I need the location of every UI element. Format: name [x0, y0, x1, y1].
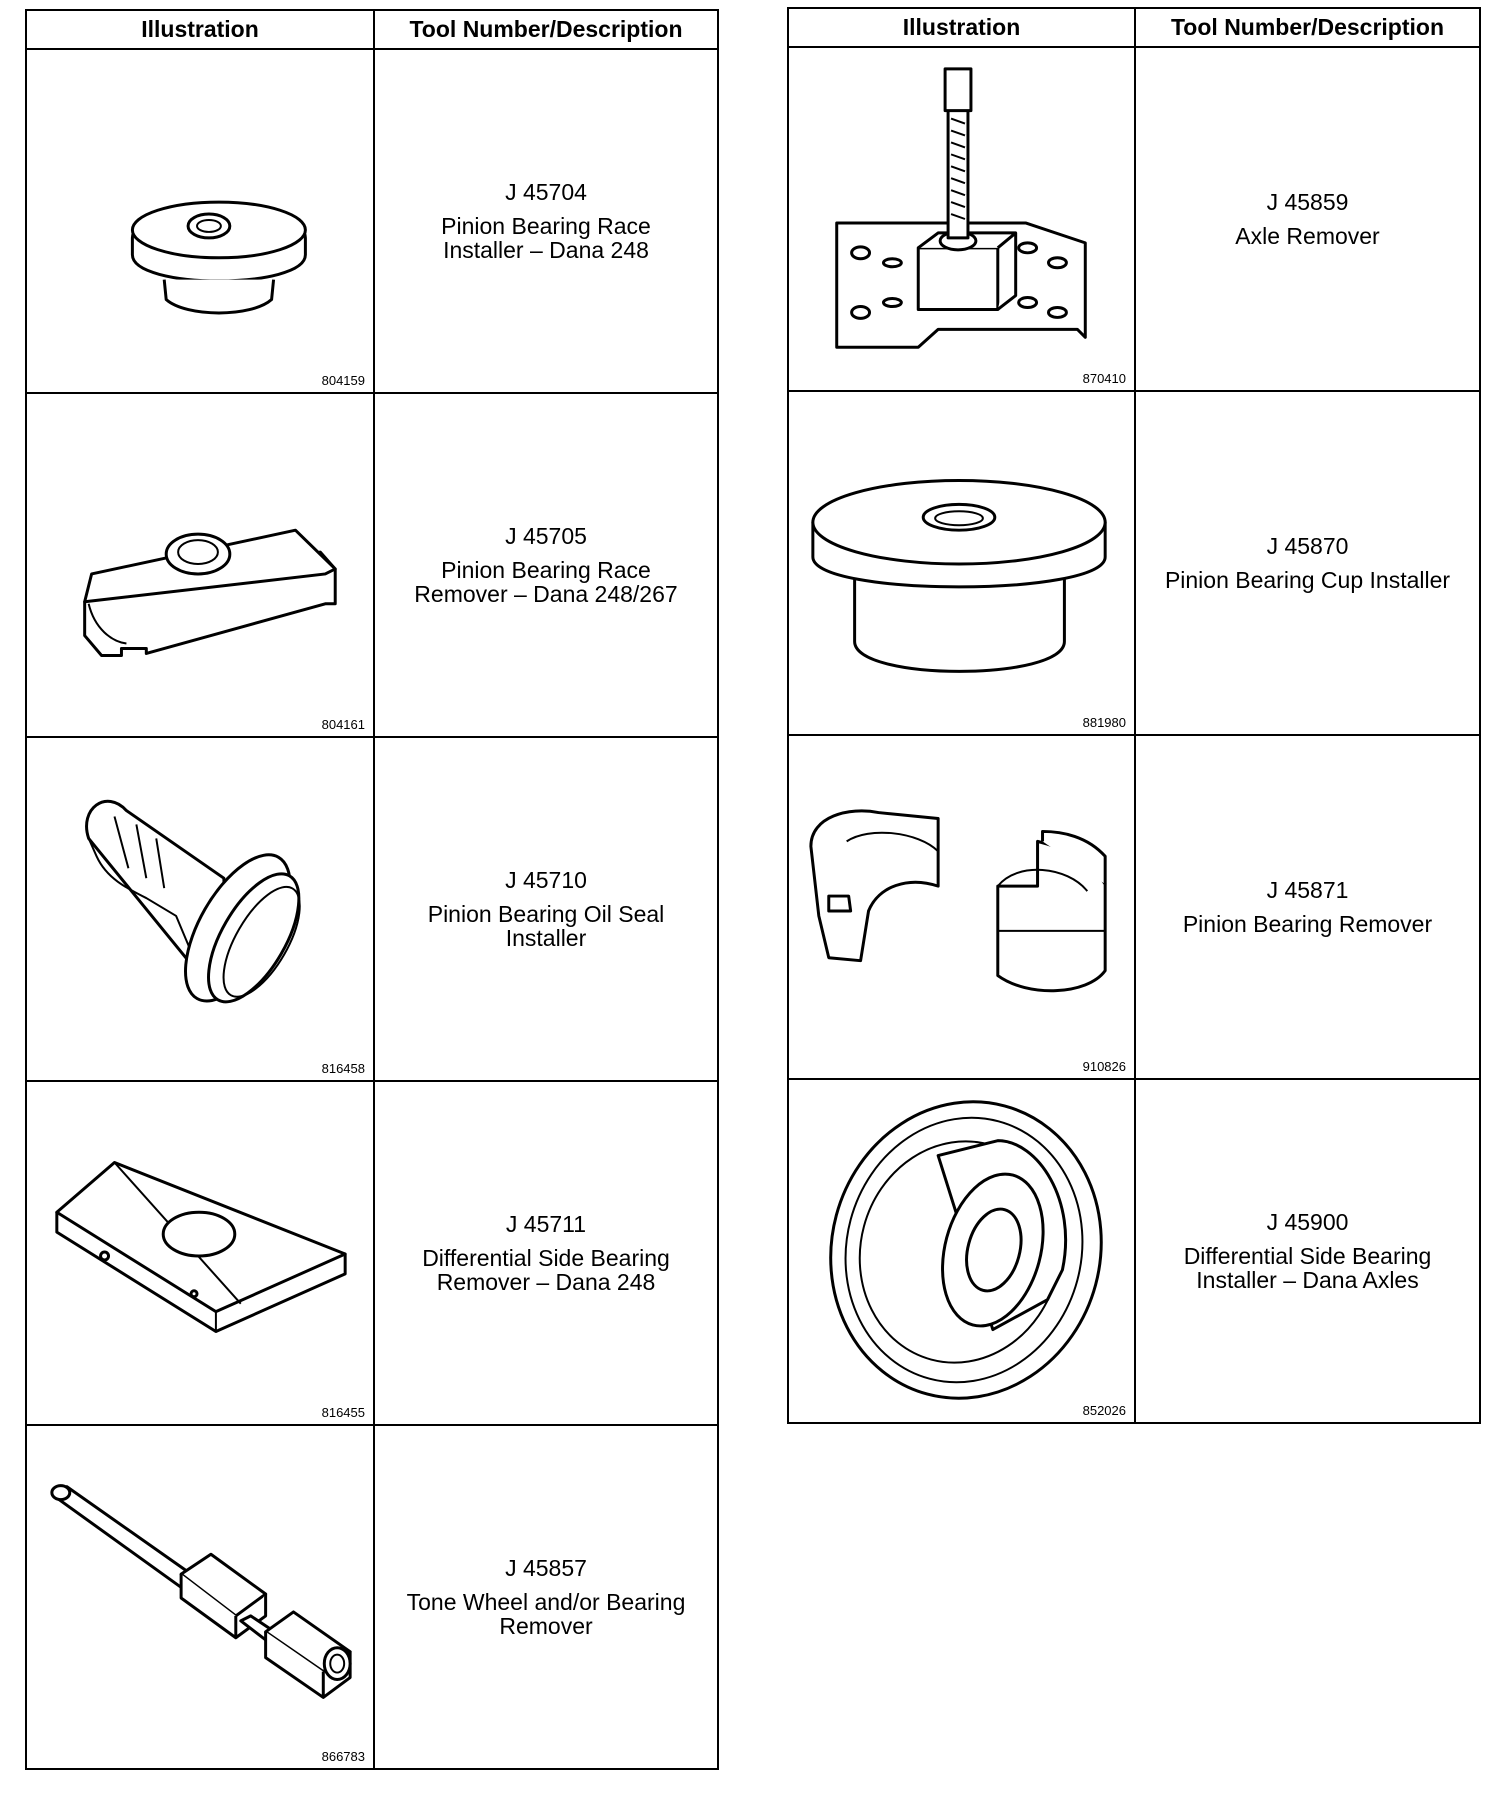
- figure-number: 804159: [321, 373, 365, 388]
- tool-number: J 45705: [505, 523, 587, 549]
- illustration-header: Illustration: [25, 9, 375, 50]
- figure-number: 816458: [321, 1061, 365, 1076]
- tool-description: Pinion Bearing Oil Seal Installer: [427, 901, 665, 951]
- table-row: 804161 J 45705 Pinion Bearing Race Remov…: [25, 392, 719, 738]
- table-row: 881980 J 45870 Pinion Bearing Cup Instal…: [787, 390, 1481, 736]
- tool-cell: J 45857 Tone Wheel and/or Bearing Remove…: [373, 1424, 719, 1770]
- tool-number: J 45704: [505, 179, 587, 205]
- tool-cell: J 45705 Pinion Bearing Race Remover – Da…: [373, 392, 719, 738]
- illustration-cell: 804159: [25, 48, 375, 394]
- table-row: 852026 J 45900 Differential Side Bearing…: [787, 1078, 1481, 1424]
- tool-cell: J 45710 Pinion Bearing Oil Seal Installe…: [373, 736, 719, 1082]
- table-row: 816455 J 45711 Differential Side Bearing…: [25, 1080, 719, 1426]
- table-row: 910826 J 45871 Pinion Bearing Remover: [787, 734, 1481, 1080]
- tool-number: J 45859: [1266, 189, 1349, 215]
- tool-cell: J 45870 Pinion Bearing Cup Installer: [1134, 390, 1481, 736]
- tool-cell: J 45704 Pinion Bearing Race Installer – …: [373, 48, 719, 394]
- split-plate-icon: [55, 1161, 347, 1334]
- figure-number: 852026: [1082, 1403, 1126, 1418]
- tool-description: Pinion Bearing Race Remover – Dana 248/2…: [414, 557, 678, 607]
- tool-description: Differential Side Bearing Remover – Dana…: [422, 1245, 670, 1295]
- table-row: 870410 J 45859 Axle Remover: [787, 46, 1481, 392]
- illustration-header: Illustration: [787, 7, 1136, 48]
- left-tool-table: Illustration Tool Number/Description 804…: [25, 9, 719, 1770]
- tool-number: J 45857: [505, 1555, 587, 1581]
- table-header-row: Illustration Tool Number/Description: [25, 9, 719, 50]
- tool-description: Pinion Bearing Race Installer – Dana 248: [441, 213, 651, 263]
- illustration-cell: 866783: [25, 1424, 375, 1770]
- tool-number: J 45900: [1266, 1209, 1349, 1235]
- tool-cell: J 45900 Differential Side Bearing Instal…: [1134, 1078, 1481, 1424]
- illustration-cell: 881980: [787, 390, 1136, 736]
- figure-number: 816455: [321, 1405, 365, 1420]
- tool-number: J 45870: [1266, 533, 1349, 559]
- illustration-cell: 816455: [25, 1080, 375, 1426]
- race-remover-plate-icon: [83, 528, 337, 657]
- table-row: 866783 J 45857 Tone Wheel and/or Bearing…: [25, 1424, 719, 1770]
- tool-description: Pinion Bearing Remover: [1182, 911, 1433, 937]
- figure-number: 910826: [1082, 1059, 1126, 1074]
- slide-hammer-rod-icon: [50, 1484, 352, 1699]
- right-tool-table: Illustration Tool Number/Description: [787, 7, 1481, 1424]
- figure-number: 804161: [321, 717, 365, 732]
- table-row: 804159 J 45704 Pinion Bearing Race Insta…: [25, 48, 719, 394]
- tool-description: Tone Wheel and/or Bearing Remover: [406, 1589, 686, 1639]
- table-row: 816458 J 45710 Pinion Bearing Oil Seal I…: [25, 736, 719, 1082]
- tool-description: Axle Remover: [1235, 223, 1380, 249]
- cup-installer-icon: [811, 478, 1107, 673]
- side-bearing-installer-icon: [829, 1100, 1103, 1400]
- tool-cell: J 45859 Axle Remover: [1134, 46, 1481, 392]
- tool-number: J 45710: [505, 867, 587, 893]
- bearing-remover-halves-icon: [809, 809, 1107, 993]
- oil-seal-installer-icon: [85, 799, 301, 1004]
- illustration-cell: 852026: [787, 1078, 1136, 1424]
- figure-number: 881980: [1082, 715, 1126, 730]
- figure-number: 866783: [321, 1749, 365, 1764]
- tool-number: J 45711: [505, 1211, 587, 1237]
- table-header-row: Illustration Tool Number/Description: [787, 7, 1481, 48]
- tool-description: Differential Side Bearing Installer – Da…: [1183, 1243, 1432, 1293]
- tool-header: Tool Number/Description: [373, 9, 719, 50]
- tool-description: Pinion Bearing Cup Installer: [1164, 567, 1451, 593]
- illustration-cell: 816458: [25, 736, 375, 1082]
- axle-remover-bracket-icon: [835, 67, 1087, 349]
- tool-cell: J 45711 Differential Side Bearing Remove…: [373, 1080, 719, 1426]
- tool-number: J 45871: [1266, 877, 1349, 903]
- race-installer-disc-icon: [130, 200, 307, 315]
- figure-number: 870410: [1082, 371, 1126, 386]
- illustration-cell: 910826: [787, 734, 1136, 1080]
- illustration-cell: 804161: [25, 392, 375, 738]
- tool-cell: J 45871 Pinion Bearing Remover: [1134, 734, 1481, 1080]
- illustration-cell: 870410: [787, 46, 1136, 392]
- tool-header: Tool Number/Description: [1134, 7, 1481, 48]
